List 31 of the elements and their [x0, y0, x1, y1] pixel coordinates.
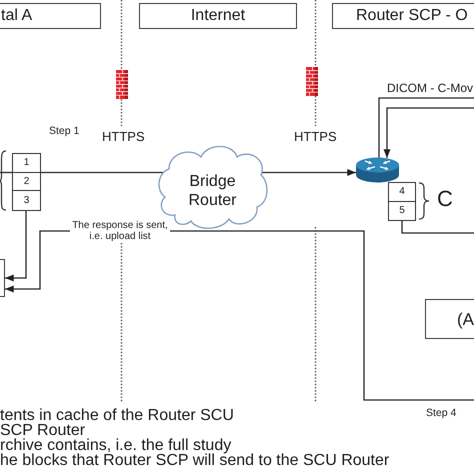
connector-line	[401, 220, 474, 234]
stack-cell: 5	[389, 202, 415, 220]
stack-cell: 3	[13, 191, 40, 210]
block-stack	[388, 182, 416, 221]
edge-label: DICOM - C-Mov	[387, 82, 474, 95]
arrow	[5, 210, 27, 282]
connector-line	[0, 172, 12, 174]
step-label: Step 4	[426, 407, 456, 419]
note-text: rchive contains, i.e. the full study	[0, 438, 232, 453]
connector-line	[378, 97, 474, 158]
note-text: he blocks that Router SCP will send to the SCU Router	[0, 453, 390, 468]
router-icon	[356, 157, 399, 183]
arrow	[384, 107, 474, 158]
protocol-label: HTTPS	[294, 129, 337, 144]
zone-header: tal A	[0, 3, 101, 29]
connector-line	[41, 172, 163, 174]
protocol-label: HTTPS	[102, 129, 145, 144]
step-label: Step 1	[49, 125, 80, 137]
zone-header: Internet	[139, 3, 297, 29]
arrow	[262, 169, 356, 176]
block-stack	[12, 153, 41, 211]
edge-label: The response is sent, i.e. upload list	[70, 220, 170, 242]
stack-cell: 2	[13, 173, 40, 191]
zone-header: Router SCP - O	[332, 3, 474, 29]
note-text: tents in cache of the Router SCU	[0, 408, 234, 423]
partial-box	[0, 259, 5, 297]
note-text: SCP Router	[0, 423, 86, 438]
process-box: (A	[425, 299, 474, 339]
brace-label: C	[437, 188, 453, 210]
stack-cell: 4	[389, 183, 415, 202]
stack-cell: 1	[13, 154, 40, 173]
